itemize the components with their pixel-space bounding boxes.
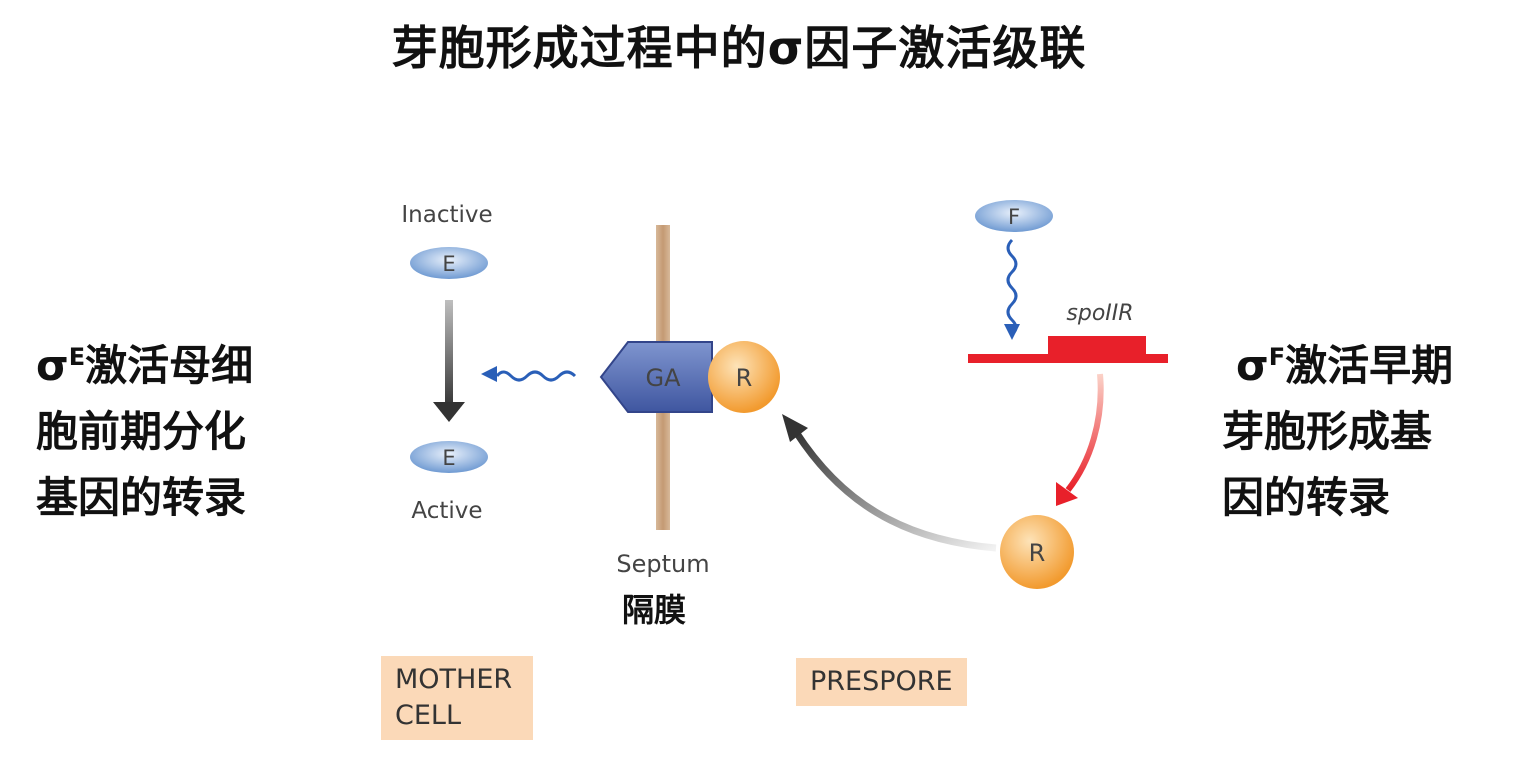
mother-cell-label: MOTHER CELL — [381, 656, 533, 740]
caption-line-1: 激活早期 — [1285, 341, 1454, 390]
ga-label: GA — [645, 364, 681, 392]
caption-line-3: 因的转录 — [1222, 473, 1391, 522]
activation-arrow-head — [433, 402, 465, 422]
expression-arrow — [1065, 373, 1104, 492]
caption-line-1: 激活母细 — [85, 341, 254, 390]
caption-line-3: 基因的转录 — [36, 473, 247, 522]
caption-line-2: 胞前期分化 — [36, 407, 247, 456]
r-prespore-label: R — [1029, 539, 1046, 567]
translocation-arrow — [793, 430, 997, 552]
r-protein-septum — [708, 341, 780, 413]
sigma-f-label: F — [1008, 205, 1020, 229]
sigma-f — [975, 200, 1053, 232]
dna-strand — [968, 354, 1168, 363]
sigma-symbol: σ — [36, 341, 69, 390]
sigma-e-inactive — [410, 247, 488, 279]
inactive-label: Inactive — [401, 202, 492, 228]
protease-signal-arrowhead — [481, 366, 497, 382]
sigma-superscript: F — [1268, 343, 1286, 371]
sigma-e-active — [410, 441, 488, 473]
sigma-e-active-label: E — [442, 446, 455, 470]
sigma-superscript: E — [68, 343, 86, 371]
sigma-e-caption: σE激活母细 胞前期分化 基因的转录 — [36, 324, 253, 531]
sigma-f-signal-wave — [1006, 238, 1018, 336]
caption-line-2: 芽胞形成基 — [1222, 407, 1433, 456]
r-septum-label: R — [736, 364, 753, 392]
protease-signal-wave — [495, 370, 577, 382]
gene-label: spoIIR — [1066, 301, 1133, 326]
active-label: Active — [411, 498, 482, 524]
diagram-title: 芽胞形成过程中的σ因子激活级联 — [391, 21, 1087, 75]
septum-label-chinese: 隔膜 — [622, 591, 687, 629]
sigma-e-inactive-label: E — [442, 252, 455, 276]
spoiir-gene — [1048, 336, 1146, 356]
sigma-f-caption: σF激活早期 芽胞形成基 因的转录 — [1222, 324, 1453, 531]
translocation-arrowhead — [782, 414, 808, 442]
expression-arrowhead — [1056, 482, 1078, 506]
activation-arrow-shaft — [445, 300, 453, 408]
sigma-f-signal-arrowhead — [1004, 324, 1020, 340]
prespore-label: PRESPORE — [796, 658, 967, 706]
r-protein-prespore — [1000, 515, 1074, 589]
sigma-symbol: σ — [1236, 341, 1269, 390]
septum-label: Septum — [616, 550, 709, 578]
